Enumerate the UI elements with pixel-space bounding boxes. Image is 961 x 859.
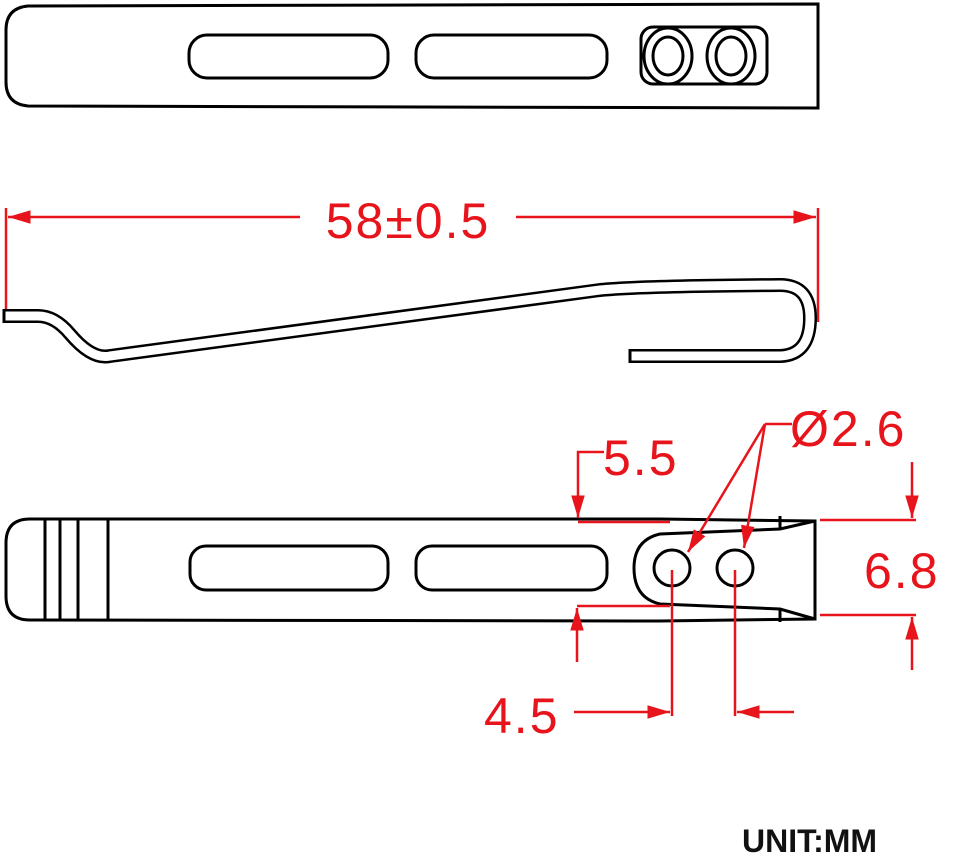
dimension-annotations: 5.5 Ø2.6 6.8 4.5: [484, 401, 940, 744]
bottom-view: [4, 516, 817, 623]
side-view: 58±0.5: [2, 193, 820, 364]
edge-offset-dimension: 5.5: [603, 430, 679, 486]
unit-label: UNIT:MM: [742, 823, 877, 859]
length-dimension: 58±0.5: [326, 193, 491, 249]
hole-spacing-dimension: 4.5: [484, 688, 560, 744]
top-view: [4, 2, 820, 110]
hole-diameter-dimension: Ø2.6: [790, 401, 906, 457]
width-dimension: 6.8: [864, 543, 940, 599]
